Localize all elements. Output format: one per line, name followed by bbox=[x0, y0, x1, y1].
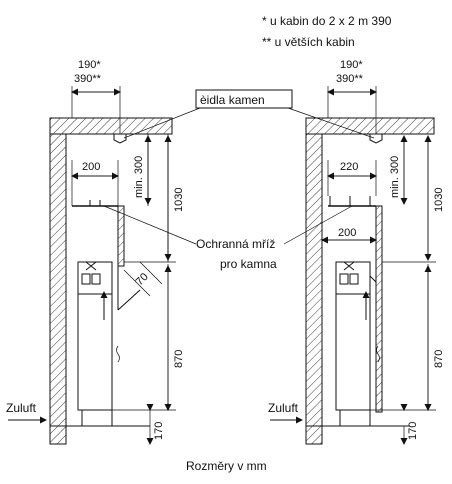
right-heater bbox=[335, 261, 371, 411]
left-sensor-icon bbox=[113, 134, 127, 144]
left-sauna: Zuluft 190* 390** 200 min. 300 1030 870 bbox=[6, 59, 185, 445]
right-ceiling bbox=[305, 117, 435, 135]
note-star: * u kabin do 2 x 2 m 390 bbox=[262, 14, 392, 28]
right-dim-170: 170 bbox=[407, 422, 419, 440]
left-floor bbox=[49, 425, 67, 445]
right-dim-1030: 1030 bbox=[433, 188, 445, 212]
right-dim-200: 200 bbox=[338, 227, 356, 239]
sensor-label-box bbox=[195, 89, 293, 109]
left-heater bbox=[77, 261, 113, 411]
right-sensor-icon bbox=[369, 134, 383, 144]
right-dim-min300: min. 300 bbox=[389, 156, 401, 198]
left-dim-170: 170 bbox=[153, 422, 165, 440]
left-dim-870: 870 bbox=[173, 350, 185, 368]
right-guard-panel bbox=[375, 205, 383, 413]
right-dim-220: 220 bbox=[340, 161, 358, 173]
left-dim-390: 390** bbox=[74, 73, 102, 85]
sensor-label: èidla kamen bbox=[200, 93, 265, 107]
right-dim-390: 390** bbox=[336, 73, 364, 85]
right-inlet-label: Zuluft bbox=[268, 401, 299, 415]
left-dim-190: 190* bbox=[78, 59, 101, 71]
left-dim-1030: 1030 bbox=[173, 188, 185, 212]
caption: Rozměry v mm bbox=[186, 459, 267, 473]
right-wall bbox=[305, 133, 323, 427]
left-guard-panel bbox=[117, 205, 125, 267]
left-inlet-label: Zuluft bbox=[6, 401, 37, 415]
left-dim-200: 200 bbox=[82, 161, 100, 173]
guard-label-line1: Ochranná mříž bbox=[196, 237, 275, 251]
right-sauna: Zuluft 190* 390** 220 200 min. 300 1030 … bbox=[268, 59, 445, 445]
sensor-callout: èidla kamen bbox=[123, 89, 375, 139]
right-dim-190: 190* bbox=[340, 59, 363, 71]
left-wall bbox=[49, 133, 67, 427]
left-dim-min300: min. 300 bbox=[133, 156, 145, 198]
right-floor bbox=[305, 425, 323, 445]
note-double-star: ** u větších kabin bbox=[262, 35, 355, 49]
left-dim-70: 70 bbox=[134, 271, 151, 288]
guard-label-line2: pro kamna bbox=[220, 257, 277, 271]
right-dim-870: 870 bbox=[433, 350, 445, 368]
left-ceiling bbox=[49, 117, 173, 135]
guard-callout: Ochranná mříž pro kamna bbox=[103, 205, 353, 271]
